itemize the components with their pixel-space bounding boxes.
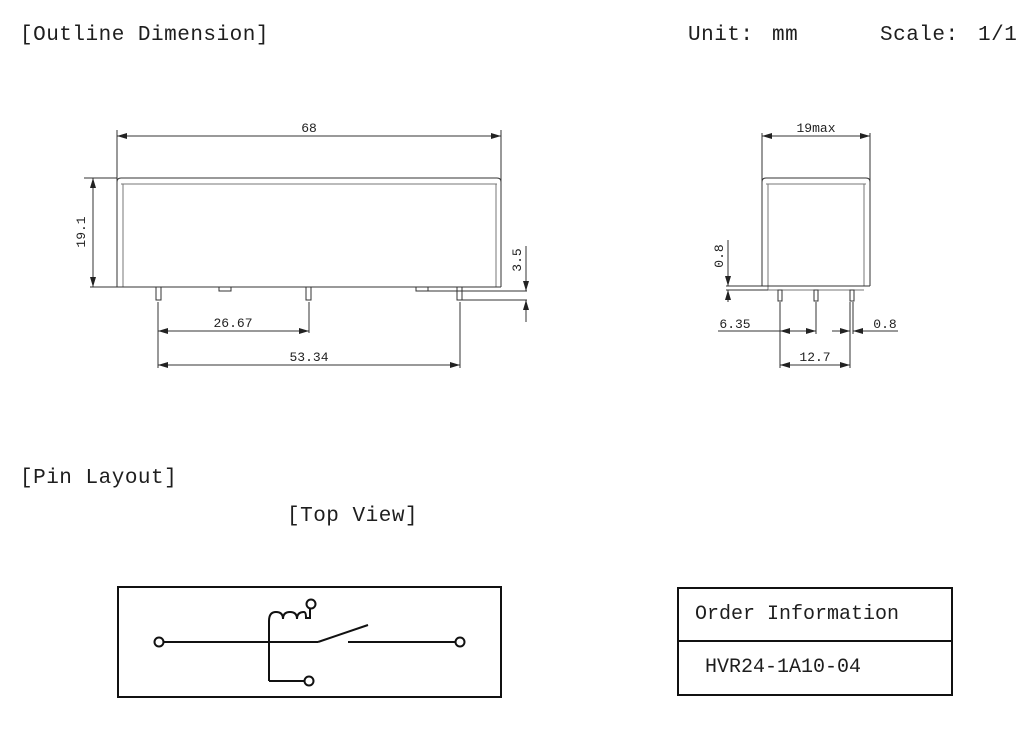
- scale-value: 1/1: [978, 24, 1018, 47]
- unit-value: mm: [772, 24, 799, 47]
- pin-layout-title: [Pin Layout]: [20, 467, 178, 490]
- unit-label: Unit:: [688, 24, 754, 47]
- dim-length-68: 68: [301, 121, 317, 136]
- outline-dimension-title: [Outline Dimension]: [20, 24, 269, 47]
- front-view-dimensions: [84, 130, 529, 368]
- dim-pin-length-3-5: 3.5: [510, 248, 525, 271]
- dim-height-19-1: 19.1: [74, 216, 89, 247]
- dim-pin-pitch-53-34: 53.34: [289, 350, 328, 365]
- order-part-number: HVR24-1A10-04: [705, 656, 862, 680]
- dim-width-19max: 19max: [796, 121, 835, 136]
- pin-layout-frame: [117, 586, 502, 698]
- scale-label: Scale:: [880, 24, 959, 47]
- side-view-drawing: [726, 177, 871, 302]
- top-view-label: [Top View]: [287, 505, 419, 528]
- dim-pin-pitch-12-7: 12.7: [799, 350, 830, 365]
- dim-pin-width-0-8: 0.8: [873, 317, 896, 332]
- dim-pin-pitch-6-35: 6.35: [719, 317, 750, 332]
- dim-pin-pitch-26-67: 26.67: [213, 316, 252, 331]
- front-view-drawing: [90, 177, 527, 301]
- side-view-dimensions: [718, 133, 898, 368]
- relay-schematic: [153, 598, 466, 687]
- dim-standoff-0-8: 0.8: [712, 244, 727, 267]
- order-information-table: Order Information HVR24-1A10-04: [677, 587, 953, 696]
- order-information-header: Order Information: [679, 589, 951, 642]
